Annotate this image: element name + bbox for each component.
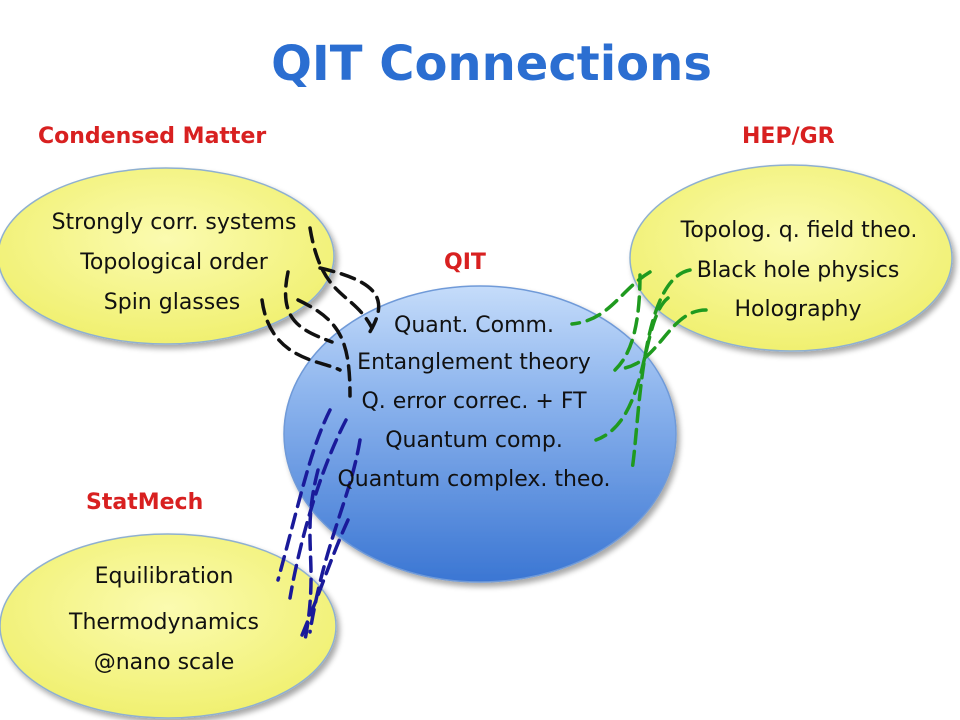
qit-item-complexity: Quantum complex. theo. (337, 467, 611, 492)
hep-item-black-holes: Black hole physics (696, 258, 900, 283)
hep-gr-links (570, 268, 708, 472)
condensed-matter-links (260, 226, 381, 398)
condensed-matter-ellipse (0, 167, 335, 345)
qit-item-quant-comm: Quant. Comm. (394, 313, 554, 338)
sm-link-5 (298, 518, 350, 642)
hep-link-3 (630, 268, 692, 472)
qit-label: QIT (444, 250, 486, 275)
statmech-label: StatMech (86, 490, 204, 515)
cm-link-3 (283, 270, 334, 344)
hep-link-2 (613, 273, 642, 372)
statmech-links (276, 408, 362, 642)
sm-item-equilibration: Equilibration (94, 564, 234, 589)
hep-item-tqft: Topolog. q. field theo. (680, 218, 918, 243)
cm-link-4 (260, 298, 342, 372)
cm-link-1 (308, 226, 374, 330)
condensed-matter-label: Condensed Matter (38, 124, 267, 149)
cm-item-topological-order: Topological order (80, 250, 268, 275)
qit-item-entanglement: Entanglement theory (357, 350, 591, 375)
cm-link-2 (318, 266, 381, 337)
qit-ellipse (283, 285, 677, 583)
qit-item-error-correction: Q. error correc. + FT (361, 389, 587, 414)
sm-link-1 (276, 408, 332, 582)
hep-item-holography: Holography (734, 297, 862, 322)
qit-item-quantum-comp: Quantum comp. (385, 428, 563, 453)
sm-item-thermodynamics: Thermodynamics (69, 610, 259, 635)
cm-link-5 (296, 298, 352, 398)
hep-gr-label: HEP/GR (742, 124, 835, 149)
cm-item-strongly-correlated: Strongly corr. systems (51, 210, 297, 235)
hep-link-4 (623, 308, 708, 370)
slide-title: QIT Connections (271, 36, 712, 92)
statmech-ellipse (0, 533, 337, 719)
sm-item-nano-scale: @nano scale (93, 650, 235, 675)
hep-gr-ellipse (629, 164, 953, 352)
cm-item-spin-glasses: Spin glasses (103, 290, 241, 315)
hep-link-5 (594, 296, 670, 442)
